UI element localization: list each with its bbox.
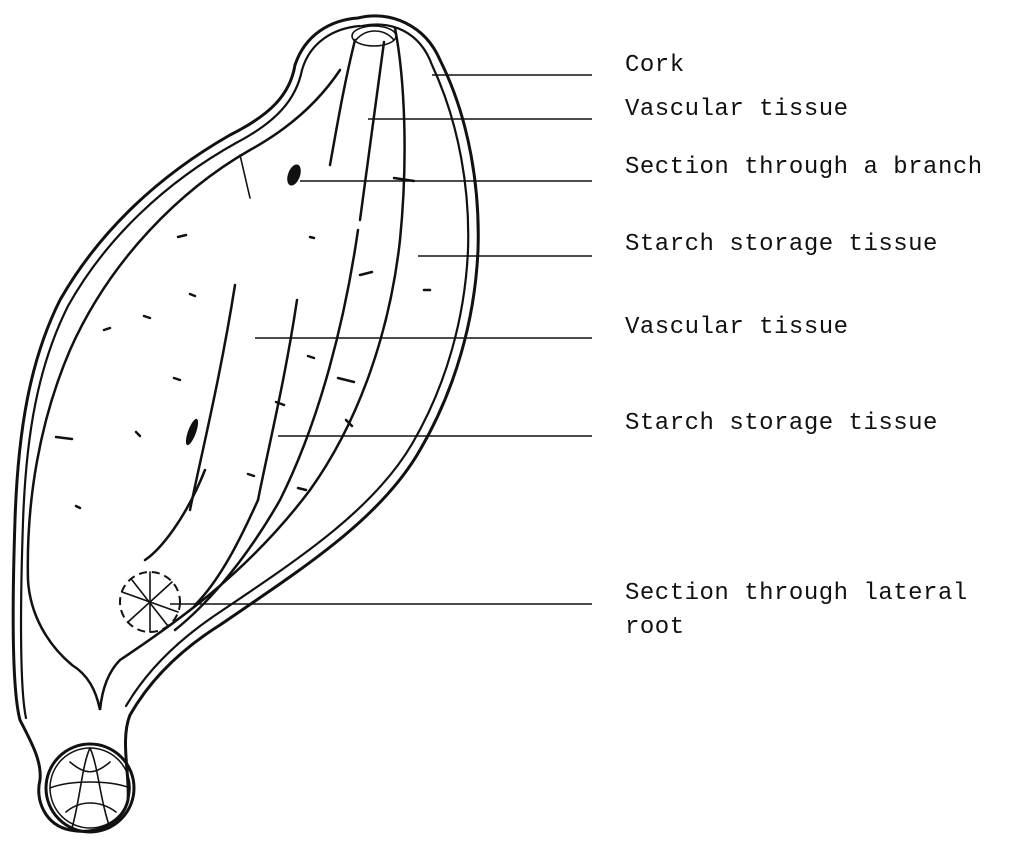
label-cork: Cork [625, 52, 685, 80]
vascular-strand-mid-1 [190, 285, 235, 510]
vascular-strand-upper-right [360, 42, 384, 220]
cortex-boundary [28, 28, 405, 710]
vascular-strand-mid-2 [258, 300, 297, 500]
dark-streak-mark [183, 417, 200, 446]
vascular-strand-inner [195, 500, 258, 605]
label-lateral-root-line2: root [625, 614, 685, 642]
tuber-left-outline-inner [21, 26, 360, 718]
label-vascular-tissue-2: Vascular tissue [625, 314, 849, 342]
label-branch-section: Section through a branch [625, 154, 983, 182]
root-end-section [46, 744, 134, 832]
vascular-strand-upper-left [330, 40, 355, 165]
label-starch-storage-2: Starch storage tissue [625, 410, 938, 438]
label-lateral-root-line1: Section through lateral [625, 580, 968, 608]
apex-cap-arc [356, 31, 394, 40]
branch-section-mark [285, 163, 304, 188]
vascular-strand-right-long [175, 230, 358, 630]
label-vascular-tissue-1: Vascular tissue [625, 96, 849, 124]
label-starch-storage-1: Starch storage tissue [625, 231, 938, 259]
cortex-width-marker [240, 155, 250, 198]
